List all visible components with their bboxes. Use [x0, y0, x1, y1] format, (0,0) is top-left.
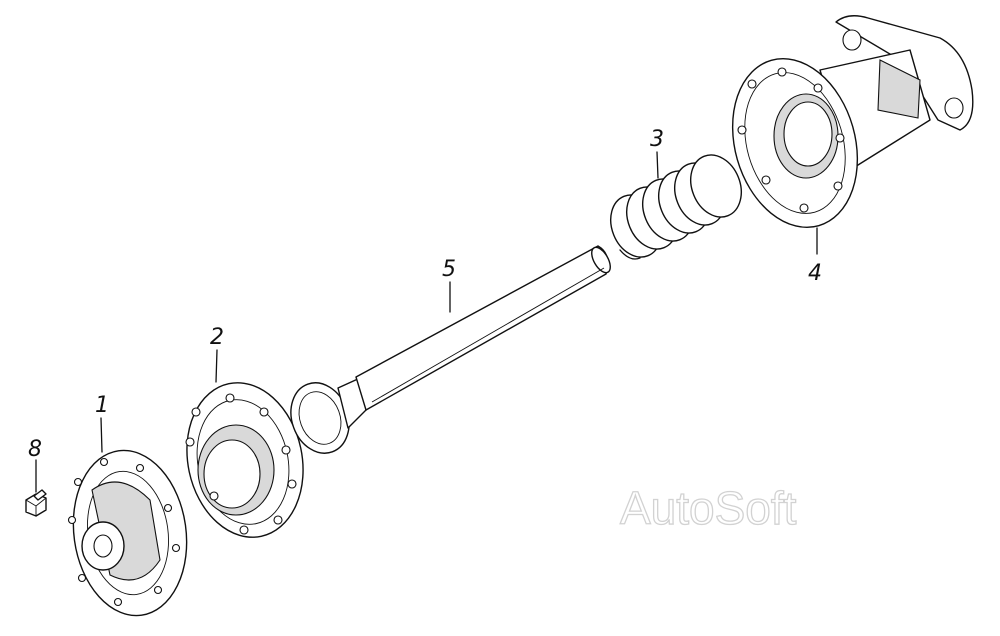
leader-lines — [35, 151, 818, 493]
callout-2: 2 — [210, 325, 224, 350]
part-2-plate — [185, 382, 304, 538]
callout-3: 3 — [650, 127, 664, 152]
callout-5: 5 — [442, 257, 456, 282]
part-3-spring — [610, 154, 742, 260]
callout-8: 8 — [28, 437, 42, 462]
callout-4: 4 — [808, 261, 822, 286]
part-8-bolt — [25, 489, 47, 517]
part-5-valve — [290, 245, 611, 454]
callout-labels: 1 2 3 4 5 8 — [28, 127, 822, 462]
part-1-cover — [67, 449, 188, 617]
callout-1: 1 — [95, 393, 109, 418]
part-4-housing — [731, 15, 974, 229]
watermark: AutoSoft — [620, 482, 797, 534]
